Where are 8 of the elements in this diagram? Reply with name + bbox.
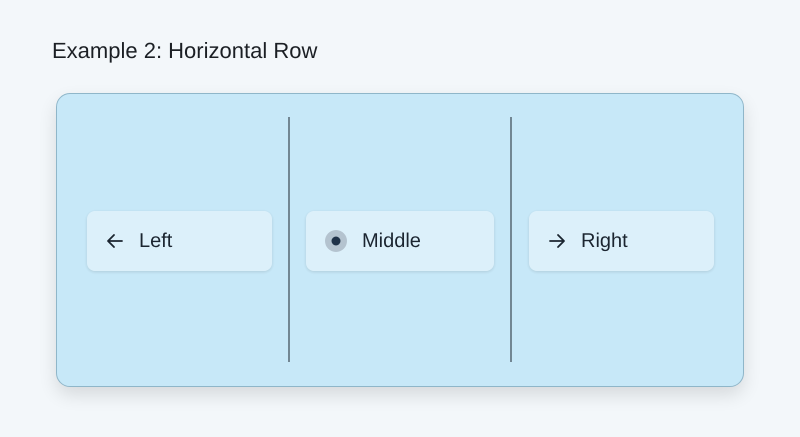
row-item-card bbox=[529, 211, 714, 271]
row-item-card bbox=[306, 211, 494, 271]
item-label: Middle bbox=[362, 230, 421, 252]
row-item-card bbox=[87, 211, 272, 271]
item-label: Right bbox=[581, 230, 628, 252]
item-label: Left bbox=[139, 230, 172, 252]
diagram-title: Example 2: Horizontal Row bbox=[52, 38, 318, 64]
row-panel bbox=[56, 93, 744, 387]
